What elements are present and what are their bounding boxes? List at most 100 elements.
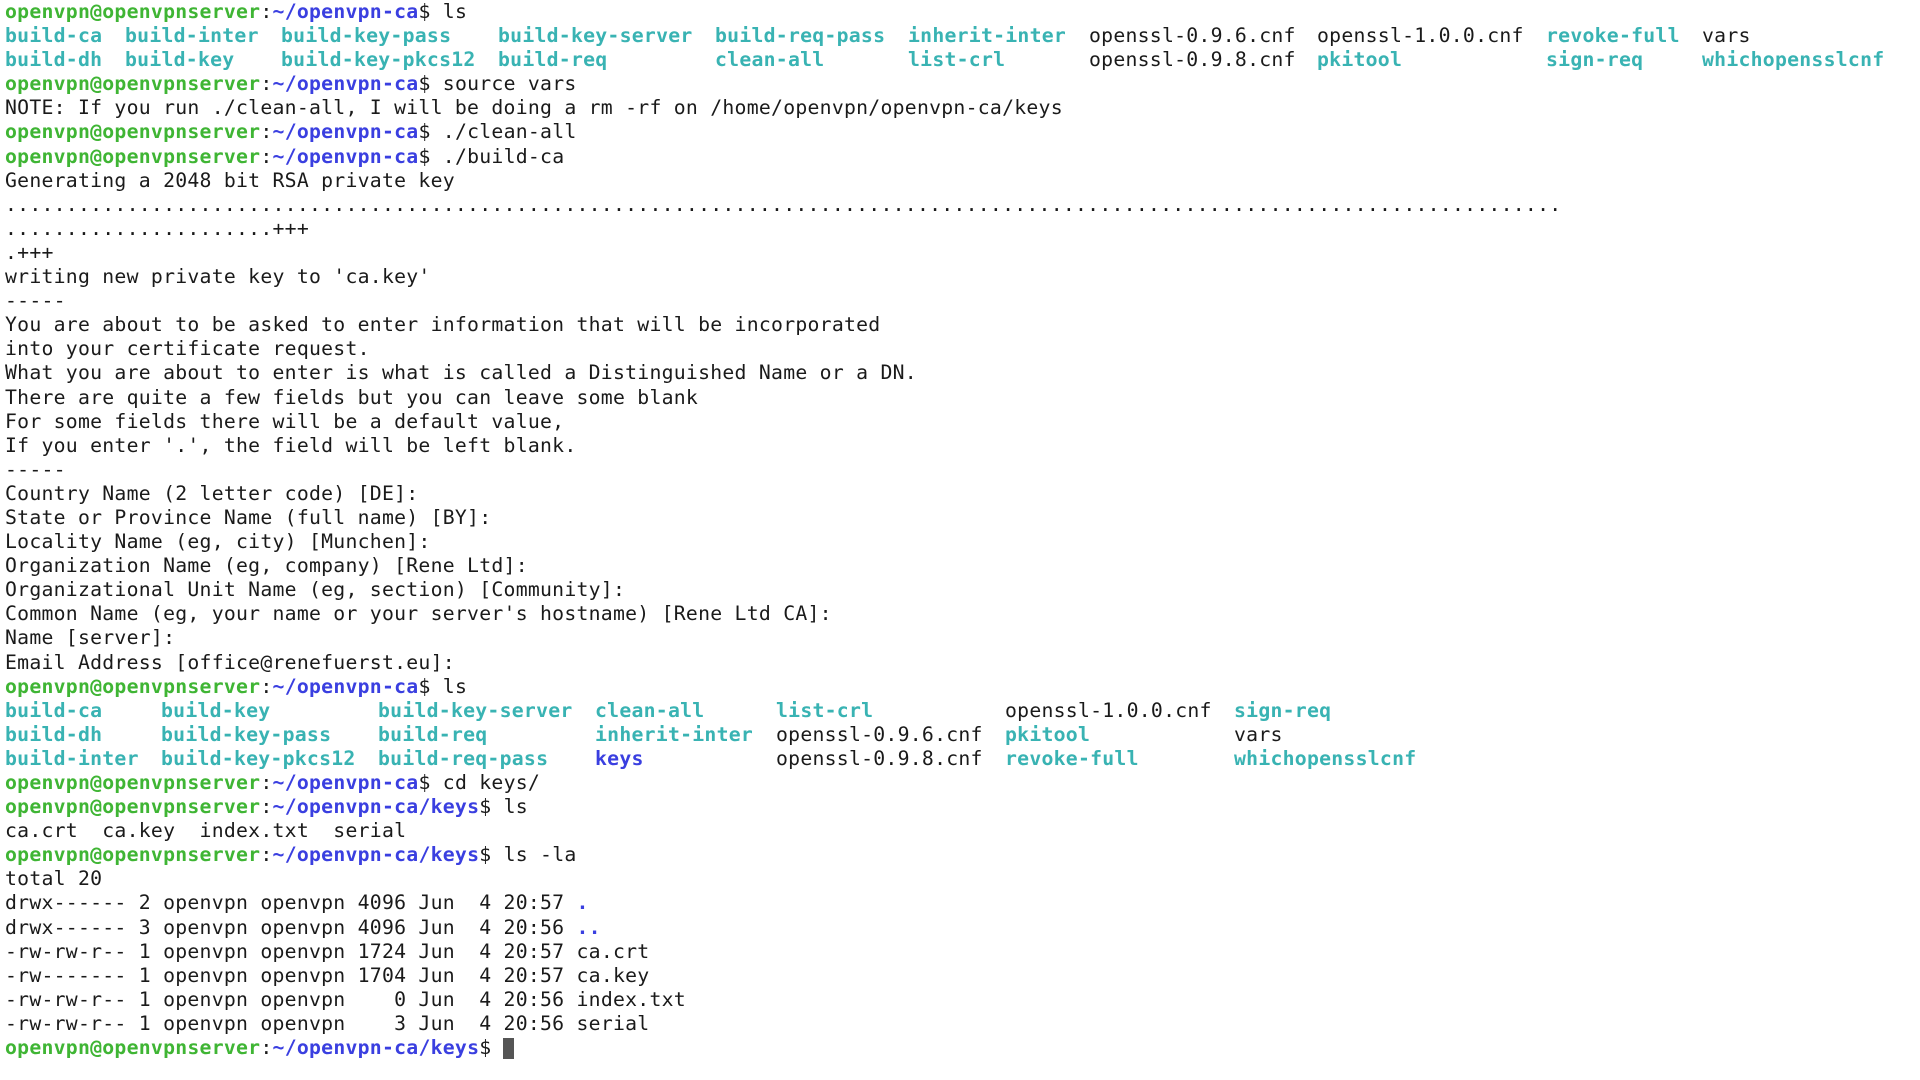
- output-line: What you are about to enter is what is c…: [5, 361, 917, 385]
- file-entry-openssl-0-9-8-cnf: openssl-0.9.8.cnf: [776, 746, 983, 770]
- file-entry-build-inter: build-inter: [125, 24, 259, 48]
- command-text: ./clean-all: [430, 120, 577, 144]
- ls-la-listing: drwx------ 2 openvpn openvpn 4096 Jun 4 …: [5, 891, 1920, 1036]
- output-note: NOTE: If you run ./clean-all, I will be …: [5, 96, 1063, 120]
- file-entry-whichopensslcnf: whichopensslcnf: [1702, 48, 1885, 72]
- file-entry-build-key-pass: build-key-pass: [161, 722, 332, 746]
- prompt-user-host: openvpn@openvpnserver: [5, 795, 261, 819]
- file-entry-revoke-full: revoke-full: [1546, 24, 1680, 48]
- file-name: ..: [576, 915, 601, 939]
- file-entry-clean-all: clean-all: [715, 48, 825, 72]
- prompt-separator: :: [260, 1036, 273, 1060]
- prompt-symbol: $: [479, 1036, 492, 1060]
- prompt-symbol: $: [418, 144, 431, 168]
- file-entry-inherit-inter: inherit-inter: [595, 722, 754, 746]
- file-entry-sign-req: sign-req: [1546, 48, 1644, 72]
- file-entry-pkitool: pkitool: [1005, 722, 1091, 746]
- file-meta: -rw-rw-r-- 1 openvpn openvpn 1724 Jun 4 …: [5, 939, 577, 963]
- prompt-line: openvpn@openvpnserver:~/openvpn-ca$ ls: [5, 675, 1920, 699]
- dn-field-locality: Locality Name (eg, city) [Munchen]:: [5, 530, 431, 554]
- file-entry-openssl-0-9-6-cnf: openssl-0.9.6.cnf: [1089, 24, 1296, 48]
- prompt-user-host: openvpn@openvpnserver: [5, 0, 261, 23]
- file-entry-inherit-inter: inherit-inter: [908, 24, 1067, 48]
- prompt-user-host: openvpn@openvpnserver: [5, 1036, 261, 1060]
- output-separator: -----: [5, 289, 66, 313]
- file-entry-build-key: build-key: [125, 48, 235, 72]
- file-entry-build-key-pkcs12: build-key-pkcs12: [161, 746, 356, 770]
- file-entry-build-req-pass: build-req-pass: [378, 746, 549, 770]
- terminal-cursor[interactable]: [503, 1037, 515, 1059]
- dn-field-common-name: Common Name (eg, your name or your serve…: [5, 602, 832, 626]
- prompt-separator: :: [260, 0, 273, 23]
- prompt-symbol: $: [418, 771, 431, 795]
- file-name: ca.key: [576, 963, 650, 987]
- file-entry-pkitool: pkitool: [1317, 48, 1403, 72]
- output-line: You are about to be asked to enter infor…: [5, 313, 881, 337]
- prompt-path: ~/openvpn-ca: [272, 771, 419, 795]
- prompt-separator: :: [260, 771, 273, 795]
- prompt-line: openvpn@openvpnserver:~/openvpn-ca$ ./cl…: [5, 120, 1920, 144]
- file-name: .: [576, 891, 589, 915]
- file-meta: drwx------ 2 openvpn openvpn 4096 Jun 4 …: [5, 891, 577, 915]
- file-meta: -rw-rw-r-- 1 openvpn openvpn 3 Jun 4 20:…: [5, 1011, 577, 1035]
- prompt-separator: :: [260, 72, 273, 96]
- output-separator: -----: [5, 457, 66, 481]
- ls-la-total: total 20: [5, 867, 103, 891]
- output-line: Generating a 2048 bit RSA private key: [5, 168, 455, 192]
- file-entry-openssl-1-0-0-cnf: openssl-1.0.0.cnf: [1317, 24, 1524, 48]
- file-meta: -rw------- 1 openvpn openvpn 1704 Jun 4 …: [5, 963, 577, 987]
- file-entry-build-req-pass: build-req-pass: [715, 24, 886, 48]
- file-entry-build-dh: build-dh: [5, 48, 103, 72]
- file-entry-vars: vars: [1702, 24, 1751, 48]
- prompt-separator: :: [260, 144, 273, 168]
- ls-la-row: drwx------ 2 openvpn openvpn 4096 Jun 4 …: [5, 891, 1920, 915]
- prompt-symbol: $: [418, 72, 431, 96]
- prompt-separator: :: [260, 843, 273, 867]
- prompt-symbol: $: [418, 0, 431, 23]
- output-line: There are quite a few fields but you can…: [5, 385, 699, 409]
- file-name: serial: [576, 1011, 650, 1035]
- prompt-user-host: openvpn@openvpnserver: [5, 72, 261, 96]
- dn-field-org-unit: Organizational Unit Name (eg, section) […: [5, 578, 626, 602]
- ls-la-row: drwx------ 3 openvpn openvpn 4096 Jun 4 …: [5, 916, 1920, 940]
- prompt-user-host: openvpn@openvpnserver: [5, 843, 261, 867]
- prompt-line: openvpn@openvpnserver:~/openvpn-ca$ cd k…: [5, 771, 1920, 795]
- ls-la-row: -rw-rw-r-- 1 openvpn openvpn 3 Jun 4 20:…: [5, 1012, 1920, 1036]
- prompt-user-host: openvpn@openvpnserver: [5, 120, 261, 144]
- command-text: ./build-ca: [430, 144, 565, 168]
- prompt-path: ~/openvpn-ca: [272, 0, 419, 23]
- file-entry-openssl-0-9-8-cnf: openssl-0.9.8.cnf: [1089, 48, 1296, 72]
- prompt-user-host: openvpn@openvpnserver: [5, 674, 261, 698]
- prompt-separator: :: [260, 795, 273, 819]
- prompt-symbol: $: [418, 674, 431, 698]
- file-entry-build-key-server: build-key-server: [378, 698, 573, 722]
- prompt-user-host: openvpn@openvpnserver: [5, 771, 261, 795]
- file-entry-build-key: build-key: [161, 698, 271, 722]
- prompt-line: openvpn@openvpnserver:~/openvpn-ca/keys$…: [5, 795, 1920, 819]
- prompt-path: ~/openvpn-ca/keys: [272, 795, 480, 819]
- file-entry-build-req: build-req: [498, 48, 608, 72]
- command-text: ls: [430, 674, 468, 698]
- prompt-symbol: $: [479, 795, 492, 819]
- command-text: ls: [430, 0, 468, 23]
- prompt-symbol: $: [479, 843, 492, 867]
- file-name: index.txt: [576, 987, 686, 1011]
- prompt-separator: :: [260, 674, 273, 698]
- progress-dots: ......................+++: [5, 216, 309, 240]
- output-line: into your certificate request.: [5, 337, 370, 361]
- file-entry-keys: keys: [595, 746, 644, 770]
- prompt-symbol: $: [418, 120, 431, 144]
- current-prompt-line[interactable]: openvpn@openvpnserver:~/openvpn-ca/keys$: [5, 1036, 1920, 1060]
- command-text: ls: [491, 795, 528, 819]
- prompt-line: openvpn@openvpnserver:~/openvpn-ca$ ls: [5, 0, 1920, 24]
- command-text: cd keys/: [430, 771, 541, 795]
- file-entry-revoke-full: revoke-full: [1005, 746, 1139, 770]
- dn-field-country: Country Name (2 letter code) [DE]:: [5, 481, 419, 505]
- prompt-path: ~/openvpn-ca: [272, 120, 419, 144]
- progress-dots: .+++: [5, 240, 54, 264]
- output-line: If you enter '.', the field will be left…: [5, 433, 577, 457]
- file-meta: drwx------ 3 openvpn openvpn 4096 Jun 4 …: [5, 915, 577, 939]
